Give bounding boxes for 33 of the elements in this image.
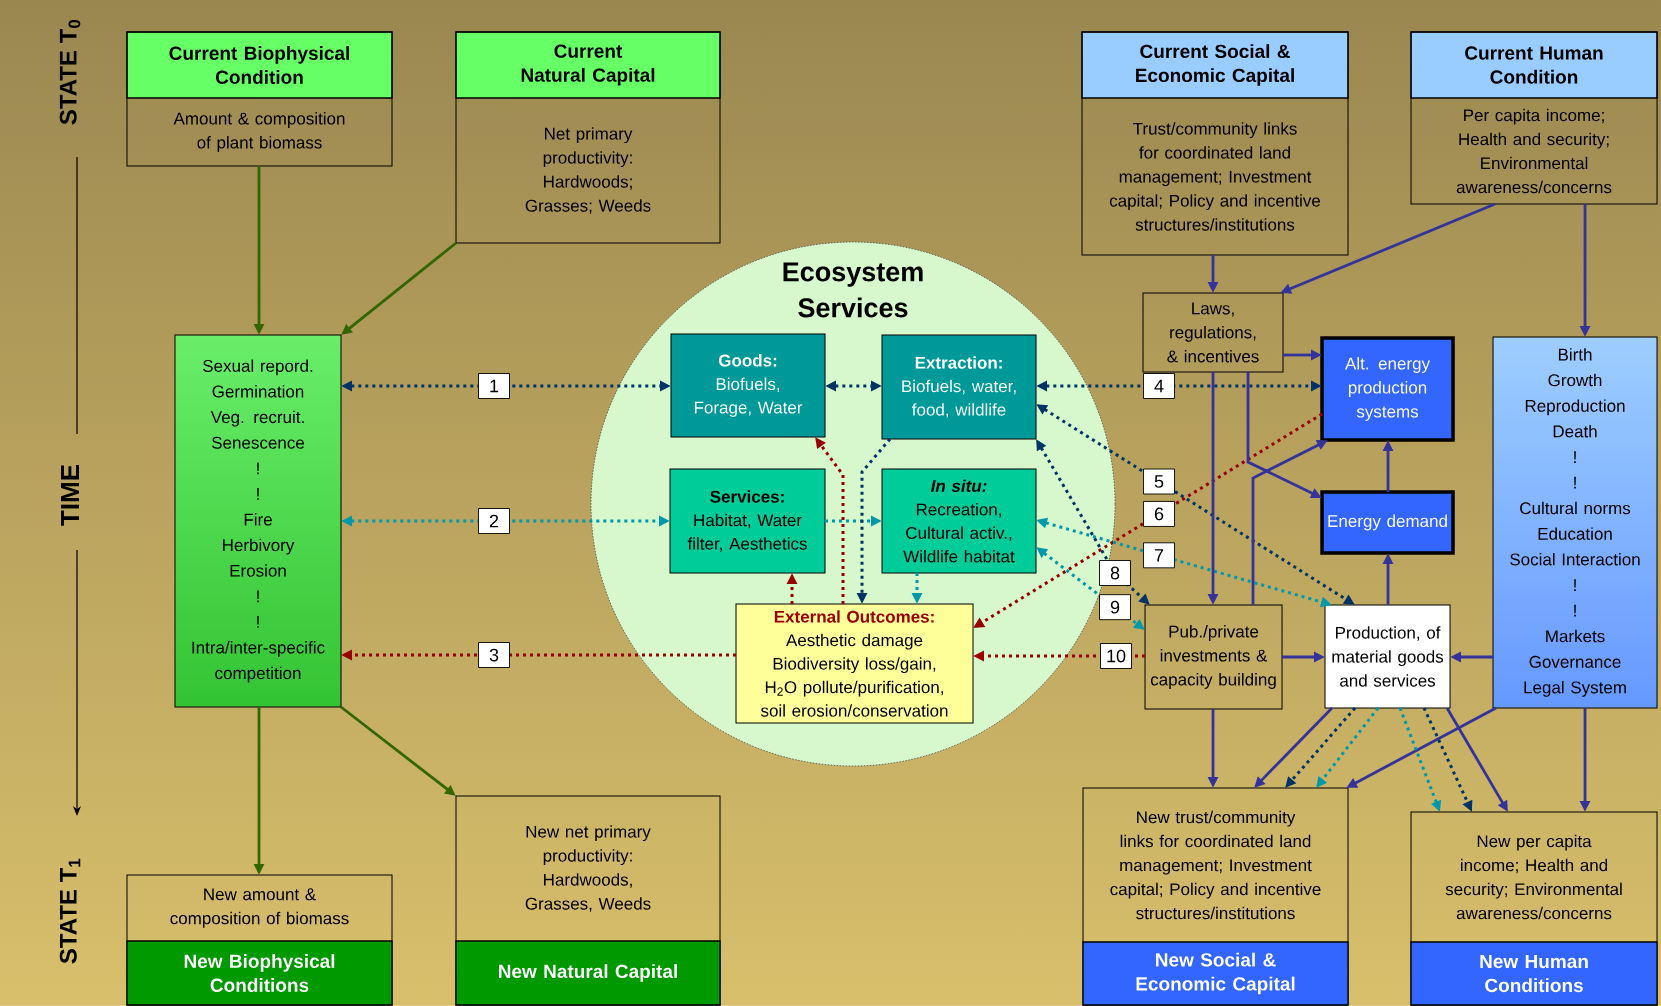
- box-header: Current Social & Economic Capital: [1081, 31, 1349, 99]
- edge-label: 6: [1143, 501, 1175, 527]
- edge-label: 3: [478, 642, 510, 668]
- service-box: Services: Habitat, Water filter, Aesthetics: [669, 468, 826, 574]
- process-box: Laws, regulations, & incentives: [1142, 292, 1284, 373]
- edge-label: 4: [1143, 373, 1175, 399]
- edge-label: 5: [1143, 468, 1175, 495]
- edge-label: 8: [1099, 560, 1131, 586]
- process-box: Alt. energy production systems: [1320, 336, 1455, 442]
- edge-label: 1: [478, 373, 510, 399]
- service-box: In situ: Recreation, Cultural activ., Wildlife habitat: [881, 468, 1037, 574]
- box-header: Current Human Condition: [1410, 31, 1658, 99]
- state-label: STATE T$_{0}$: [59, 20, 81, 125]
- edge-label: 7: [1143, 542, 1175, 569]
- process-box: Pub./private investments & capacity building: [1144, 604, 1283, 710]
- edge-label: 10: [1100, 643, 1132, 669]
- service-box: External Outcomes: Aesthetic damage Biodiversity loss/gain, H$_{2}$O pollute/purification, soil erosion/conservation: [735, 603, 974, 724]
- time-label: TIME: [61, 464, 79, 526]
- edge-label: 2: [478, 508, 510, 534]
- box-header: New Natural Capital: [455, 940, 721, 1006]
- box-header: Current Natural Capital: [455, 31, 721, 99]
- box-header: New Human Conditions: [1410, 941, 1658, 1006]
- process-box: Birth Growth Reproduction Death ! ! Cultural norms Education Social Interaction ! ! Markets Governance Legal System: [1492, 336, 1658, 709]
- state-label: STATE T$_{1}$: [59, 858, 81, 964]
- process-box: Energy demand: [1320, 490, 1455, 555]
- service-box: Extraction: Biofuels, water, food, wildlife: [881, 334, 1037, 440]
- process-box: Production, of material goods and services: [1324, 604, 1451, 709]
- process-box: Sexual repord. Germination Veg. recruit. Senescence ! ! Fire Herbivory Erosion ! ! Intra/inter-specific competition: [174, 334, 342, 708]
- box-header: New Biophysical Conditions: [126, 940, 393, 1006]
- box-header: New Social & Economic Capital: [1082, 941, 1349, 1006]
- service-box: Goods: Biofuels, Forage, Water: [670, 333, 826, 438]
- box-header: Current Biophysical Condition: [126, 31, 393, 99]
- edge-label: 9: [1099, 594, 1131, 621]
